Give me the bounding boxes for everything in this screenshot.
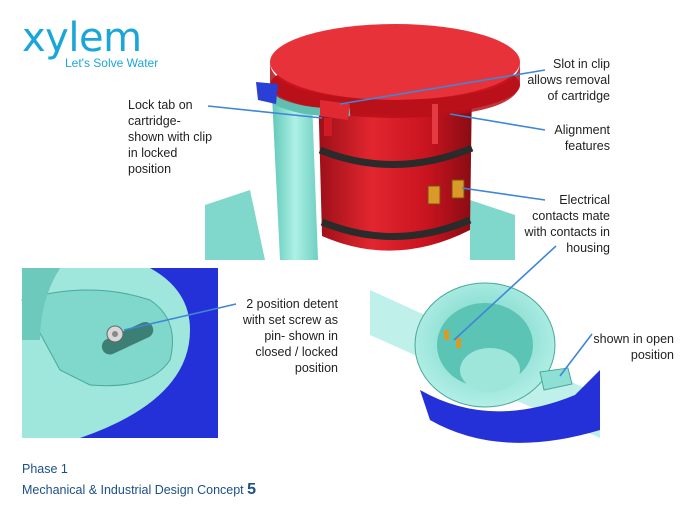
o-ring-lower xyxy=(320,216,472,240)
o-ring-upper xyxy=(318,144,474,168)
detent-blue-housing xyxy=(80,268,218,438)
leader-open-position xyxy=(559,333,593,377)
leader-lock-tab xyxy=(207,105,323,119)
electrical-contact-2 xyxy=(451,179,465,199)
callout-electrical: Electrical contacts mate with contacts i… xyxy=(524,193,610,255)
leader-electrical-top xyxy=(461,187,546,201)
cartridge-cap-top xyxy=(270,24,520,100)
housing-blue-rim xyxy=(420,370,600,443)
housing-open-render xyxy=(370,282,600,443)
housing-post xyxy=(272,95,318,260)
lock-tab xyxy=(320,100,350,120)
logo-tagline: Let's Solve Water xyxy=(65,56,159,70)
housing-cup-floor xyxy=(460,348,520,392)
housing-contact-1 xyxy=(444,330,449,340)
electrical-contact-1 xyxy=(427,185,441,205)
leader-alignment xyxy=(449,113,546,131)
footer-phase: Phase 1 xyxy=(22,462,68,476)
footer-title-line: Mechanical & Industrial Design Concept 5 xyxy=(22,481,256,499)
detent-clip-body xyxy=(21,289,173,387)
callout-slot: Slot in clip allows removal of cartridge xyxy=(527,57,610,103)
top-cartridge-render xyxy=(205,24,520,260)
page-number: 5 xyxy=(247,481,257,498)
detent-arm-left xyxy=(22,268,60,340)
clip-blue-end xyxy=(256,82,278,104)
callout-alignment: Alignment features xyxy=(554,123,610,153)
xylem-logo: xylem xyxy=(22,15,142,61)
clip-open-tab xyxy=(539,367,573,391)
set-screw-head xyxy=(112,331,118,337)
footer-title: Mechanical & Industrial Design Concept xyxy=(22,483,244,497)
leader-lines xyxy=(123,69,593,377)
alignment-feature xyxy=(432,104,438,144)
lock-tab-stem xyxy=(324,118,332,136)
detent-closup-render xyxy=(21,268,218,438)
housing-base-left xyxy=(205,190,265,260)
callout-detent: 2 position detent with set screw as pin-… xyxy=(242,297,338,375)
detent-slot xyxy=(101,321,154,355)
callout-lock-tab: Lock tab on cartridge- shown with clip i… xyxy=(128,98,213,176)
housing-base-right xyxy=(470,200,515,260)
housing-contact-2 xyxy=(456,338,461,348)
leader-electrical-housing xyxy=(453,245,557,341)
leader-slot xyxy=(339,69,546,105)
callout-open-position: shown in open position xyxy=(593,332,674,362)
leader-detent xyxy=(123,303,237,331)
